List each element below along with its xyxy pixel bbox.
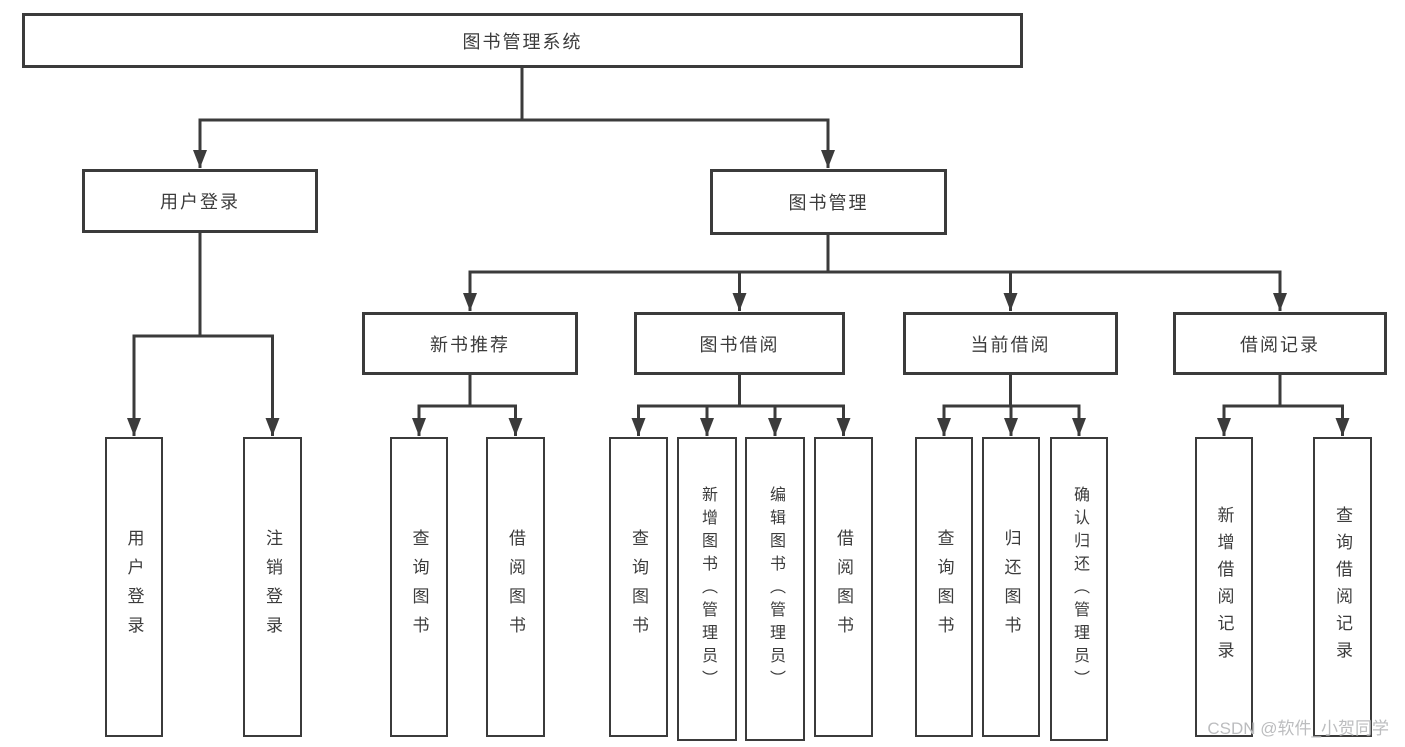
node-label: 图书管理系统 [462,31,583,52]
node-label: 查询图书 [934,529,954,645]
node-label: 查询图书 [629,529,648,645]
leaf-current-confirm-return-admin: 确认归还（管理员） [1050,437,1108,741]
leaf-borrow-query-books: 查询图书 [609,437,668,737]
node-label: 图书借阅 [699,334,780,355]
leaf-records-add-record: 新增借阅记录 [1195,437,1253,737]
node-label: 借阅记录 [1240,334,1320,355]
node-label: 借阅图书 [506,529,525,645]
leaf-borrow-edit-book-admin: 编辑图书（管理员） [745,437,805,741]
node-label: 新书推荐 [430,334,510,355]
node-user-login: 用户登录 [82,169,318,233]
node-label: 图书管理 [788,193,869,213]
leaf-borrow-add-book-admin: 新增图书（管理员） [677,437,737,741]
leaf-logout: 注销登录 [243,437,302,737]
node-borrow-records: 借阅记录 [1173,312,1387,375]
node-label: 用户登录 [124,529,144,645]
node-book-borrow: 图书借阅 [634,312,845,375]
node-label: 当前借阅 [970,334,1051,355]
node-current-borrow: 当前借阅 [903,312,1118,375]
leaf-newbook-query-books: 查询图书 [390,437,448,737]
node-library-management-system: 图书管理系统 [22,13,1023,68]
node-label: 查询图书 [409,529,429,645]
leaf-borrow-borrow-books: 借阅图书 [814,437,873,737]
node-label: 新增图书（管理员） [699,485,716,693]
node-label: 归还图书 [1001,529,1021,645]
leaf-current-query-books: 查询图书 [915,437,973,737]
node-label: 借阅图书 [834,529,853,645]
csdn-watermark: CSDN @软件_小贺同学 [1207,719,1389,738]
node-label: 确认归还（管理员） [1071,485,1088,693]
leaf-records-query-record: 查询借阅记录 [1313,437,1372,737]
node-label: 新增借阅记录 [1214,506,1234,668]
leaf-current-return-books: 归还图书 [982,437,1040,737]
node-label: 注销登录 [263,529,282,645]
node-new-book-recommend: 新书推荐 [362,312,578,375]
node-label: 查询借阅记录 [1333,506,1352,668]
leaf-user-login: 用户登录 [105,437,163,737]
node-book-management: 图书管理 [710,169,947,235]
leaf-newbook-borrow-books: 借阅图书 [486,437,545,737]
node-label: 编辑图书（管理员） [767,485,784,693]
node-label: 用户登录 [160,192,240,212]
